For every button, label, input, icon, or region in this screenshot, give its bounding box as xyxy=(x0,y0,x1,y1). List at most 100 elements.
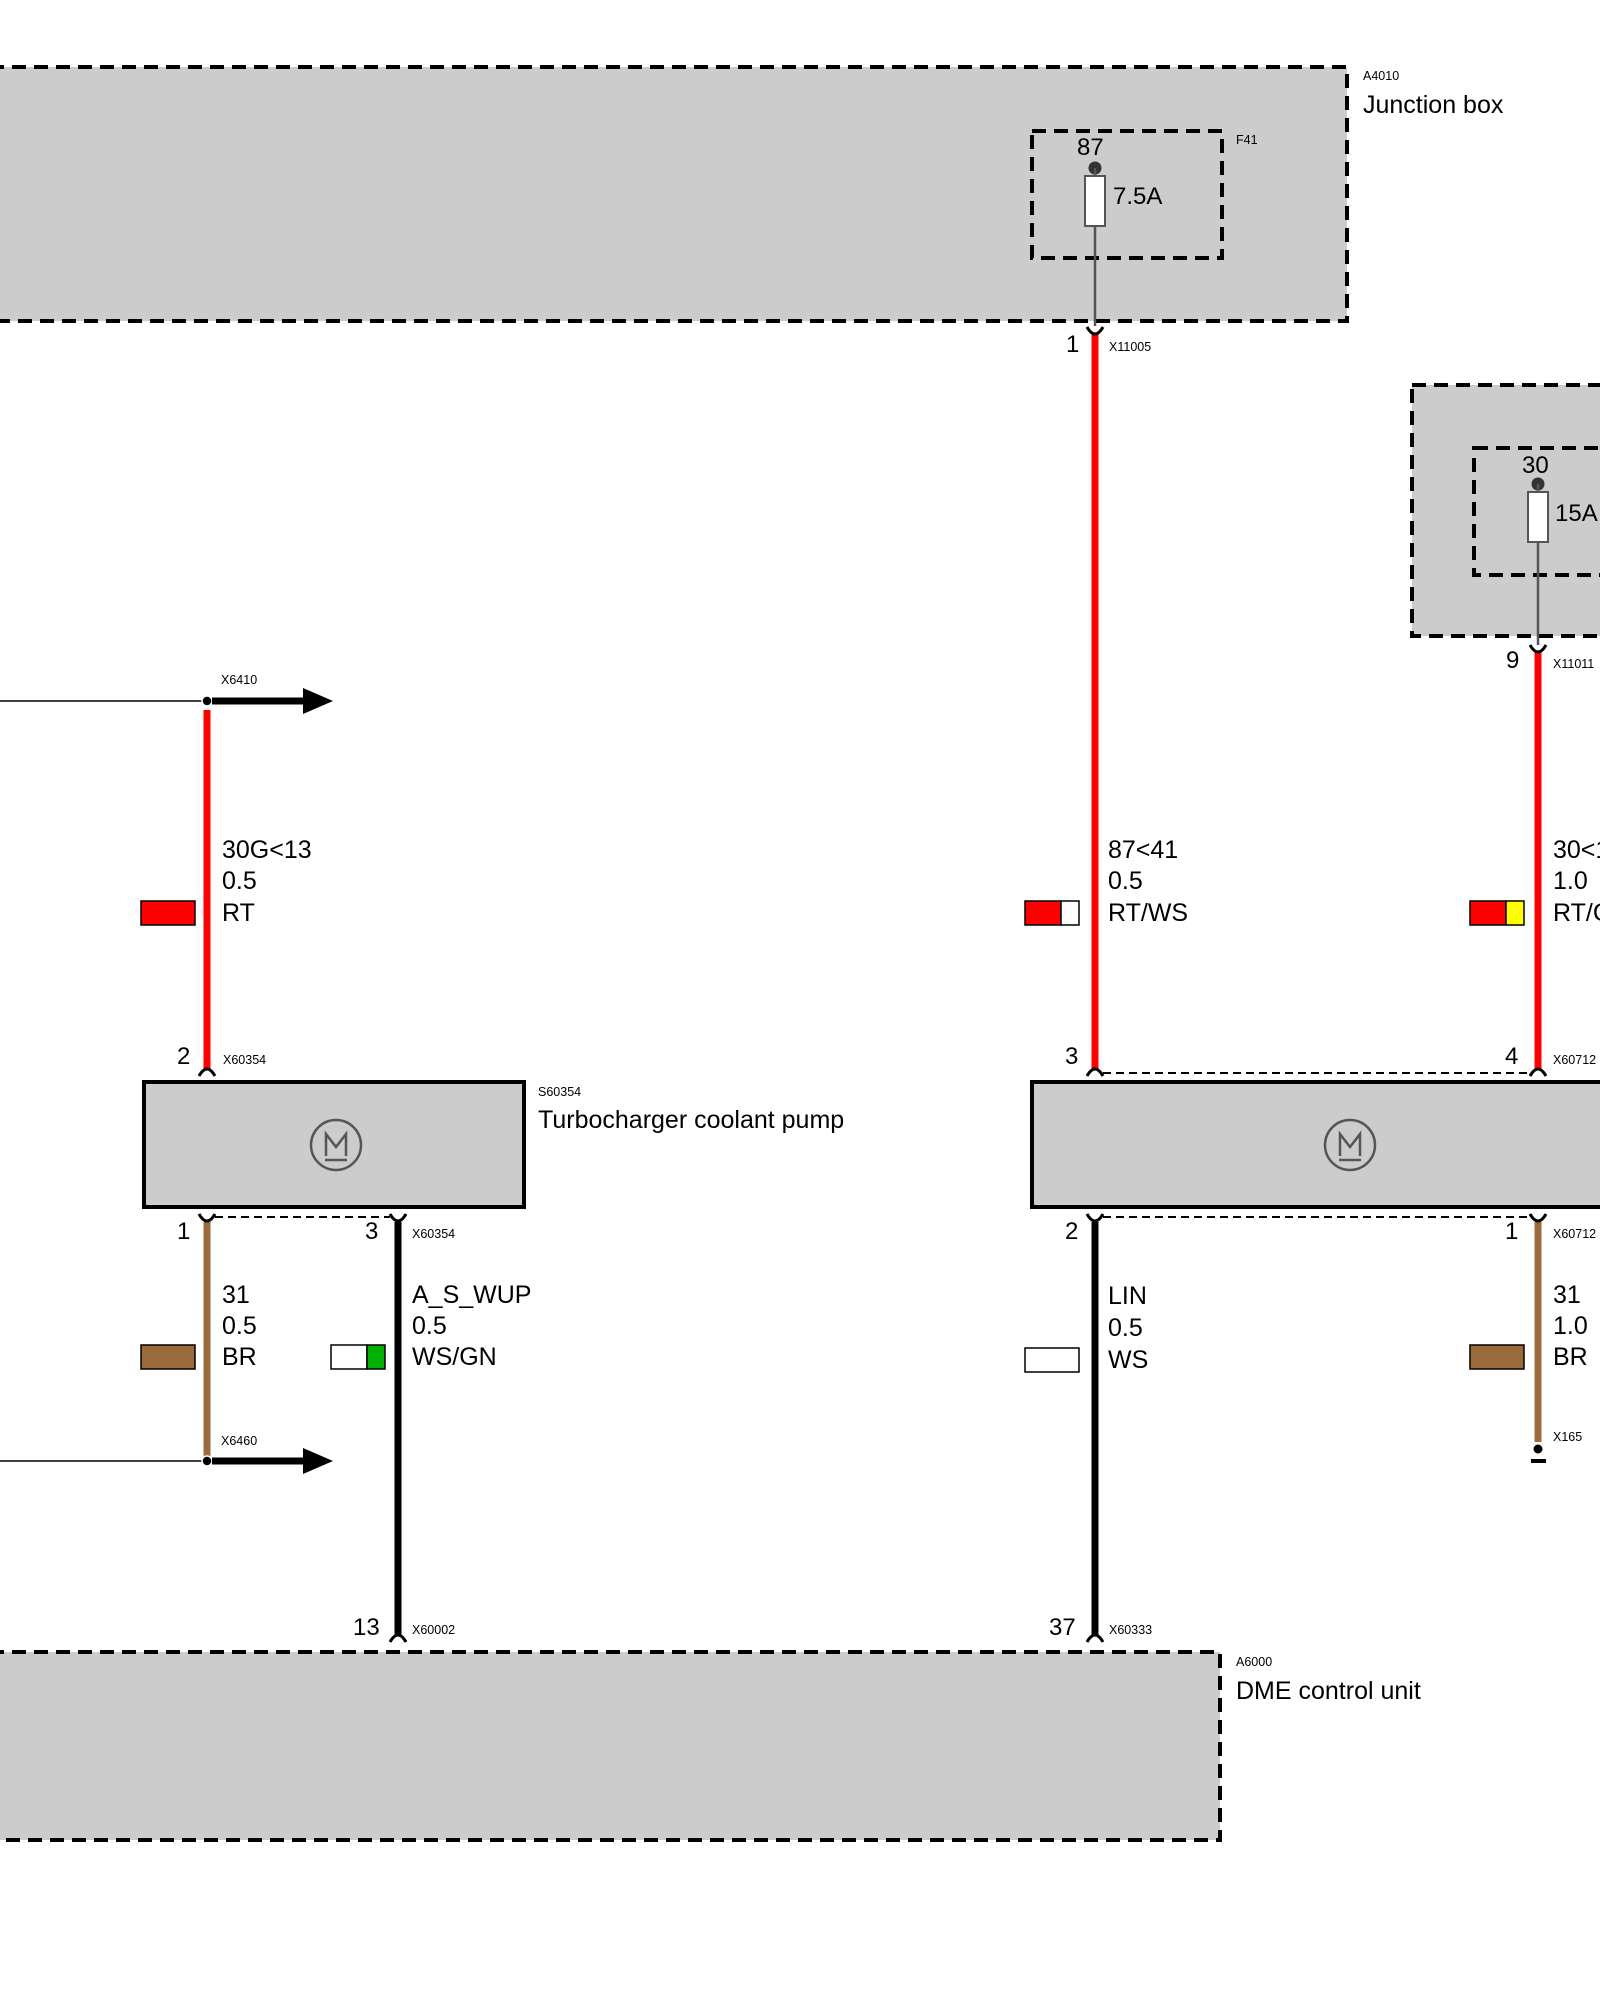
turbocharger-coolant-pump[interactable]: S60354 Turbocharger coolant pump xyxy=(142,1080,844,1209)
wire-color-chips xyxy=(140,900,1525,1373)
x60712-top-r-pin: 4 xyxy=(1505,1043,1518,1070)
x11005-hook xyxy=(1085,326,1105,336)
x60712-bot-l-pin: 2 xyxy=(1065,1218,1078,1245)
x60002-id: X60002 xyxy=(412,1623,455,1637)
right-device[interactable] xyxy=(1030,1080,1600,1209)
fuse-f41-terminal: 87 xyxy=(1077,134,1104,161)
x60002-hook xyxy=(388,1633,408,1643)
fuse-f41-icon[interactable] xyxy=(1084,175,1106,227)
fuse-f41-rating: 7.5A xyxy=(1113,183,1162,210)
wire-lin-size: 0.5 xyxy=(1108,1314,1143,1342)
x60354-top-hook xyxy=(197,1067,217,1077)
dme-outline xyxy=(0,1650,1222,1842)
ground-x165 xyxy=(1531,1444,1546,1463)
right-fuse-terminal: 30 xyxy=(1522,452,1549,479)
wire-30-1-color: RT/G xyxy=(1553,899,1600,927)
connector-hooks xyxy=(197,326,1548,1643)
x165-id: X165 xyxy=(1553,1430,1582,1444)
fuse-f41-outline xyxy=(1030,129,1224,260)
junction-box[interactable]: A4010 Junction box F41 87 7.5A xyxy=(0,65,1504,326)
wire-31-left-signal: 31 xyxy=(222,1281,250,1309)
junction-box-id: A4010 xyxy=(1363,69,1399,83)
x6410-id: X6410 xyxy=(221,673,257,687)
x60333-id: X60333 xyxy=(1109,1623,1152,1637)
right-fuse-outline xyxy=(1472,446,1600,577)
fuse-f41-id: F41 xyxy=(1236,133,1258,147)
x6460-id: X6460 xyxy=(221,1434,257,1448)
x60354-br-id: X60354 xyxy=(412,1227,455,1241)
right-fuse-icon[interactable] xyxy=(1527,491,1549,543)
connector-labels: 1 X11005 9 X11011 X6410 X6460 2 X60354 3… xyxy=(177,331,1596,1641)
x60333-hook xyxy=(1085,1633,1105,1643)
arrow-right-icon[interactable] xyxy=(303,1448,333,1474)
wire-87-41-size: 0.5 xyxy=(1108,867,1143,895)
wires xyxy=(203,333,1542,1635)
x6410-reference[interactable] xyxy=(0,688,333,714)
right-fuse-rating: 15A xyxy=(1555,500,1598,527)
wire-30g-13-size: 0.5 xyxy=(222,867,257,895)
wire-87-41-color: RT/WS xyxy=(1108,899,1188,927)
wire-87-41-signal: 87<41 xyxy=(1108,836,1178,864)
wire-a-s-wup-chip-a xyxy=(330,1344,368,1370)
x60712-top-r-hook xyxy=(1528,1067,1548,1077)
wire-31-left-size: 0.5 xyxy=(222,1312,257,1340)
wire-lin-signal: LIN xyxy=(1108,1282,1147,1310)
wire-87-41-chip-b xyxy=(1060,900,1080,926)
wire-30g-13-color: RT xyxy=(222,899,255,927)
wire-31-right-chip xyxy=(1469,1344,1525,1370)
x60712-bot-r-hook xyxy=(1528,1213,1548,1223)
x60712-bot-r-id: X60712 xyxy=(1553,1227,1596,1241)
x60712-bot-l-hook xyxy=(1085,1213,1105,1223)
x60354-br-pin: 3 xyxy=(365,1218,378,1245)
wire-labels: 30G<13 0.5 RT 87<41 0.5 RT/WS 30<1 1.0 R… xyxy=(222,836,1600,1374)
wire-lin-chip xyxy=(1024,1347,1080,1373)
motor-icon xyxy=(1323,1118,1377,1172)
wire-30-1-chip-a xyxy=(1469,900,1507,926)
wire-lin-color: WS xyxy=(1108,1346,1148,1374)
x60712-bot-r-pin: 1 xyxy=(1505,1218,1518,1245)
x60354-top-id: X60354 xyxy=(223,1053,266,1067)
x60712-top-r-id: X60712 xyxy=(1553,1053,1596,1067)
wire-30g-13-chip xyxy=(140,900,196,926)
x60354-bl-pin: 1 xyxy=(177,1218,190,1245)
wire-30g-13-signal: 30G<13 xyxy=(222,836,312,864)
motor-icon xyxy=(309,1118,363,1172)
wire-31-left-chip xyxy=(140,1344,196,1370)
dme-id: A6000 xyxy=(1236,1655,1272,1669)
x11011-hook xyxy=(1528,644,1548,654)
x11011-id: X11011 xyxy=(1553,657,1594,671)
arrow-right-icon[interactable] xyxy=(303,688,333,714)
x60354-bl-hook xyxy=(197,1213,217,1223)
wire-a-s-wup-chip-b xyxy=(366,1344,386,1370)
dme-control-unit[interactable]: A6000 DME control unit xyxy=(0,1650,1421,1842)
wire-87-41-chip-a xyxy=(1024,900,1062,926)
wire-31-left-color: BR xyxy=(222,1343,257,1371)
x6410-node xyxy=(201,695,213,707)
x11011-pin: 9 xyxy=(1506,647,1519,674)
x60354-top-pin: 2 xyxy=(177,1043,190,1070)
x60002-pin: 13 xyxy=(353,1614,380,1641)
wire-31-right-size: 1.0 xyxy=(1553,1312,1588,1340)
wire-a-s-wup-size: 0.5 xyxy=(412,1312,447,1340)
wire-30-1-signal: 30<1 xyxy=(1553,836,1600,864)
junction-box-outline xyxy=(0,65,1349,323)
x11005-id: X11005 xyxy=(1109,340,1151,354)
pump-id: S60354 xyxy=(538,1085,581,1099)
dme-name: DME control unit xyxy=(1236,1677,1421,1705)
x6460-reference[interactable] xyxy=(0,1448,333,1474)
right-fuse-box-outline xyxy=(1410,383,1600,638)
x60712-top-l-pin: 3 xyxy=(1065,1043,1078,1070)
right-fuse-box[interactable]: 30 15A xyxy=(1410,383,1600,645)
junction-box-name: Junction box xyxy=(1363,91,1504,119)
ground-node xyxy=(1533,1444,1543,1454)
x60712-top-l-hook xyxy=(1085,1067,1105,1077)
wire-31-right-signal: 31 xyxy=(1553,1281,1581,1309)
wire-a-s-wup-signal: A_S_WUP xyxy=(412,1281,531,1309)
pump-name: Turbocharger coolant pump xyxy=(538,1106,844,1134)
wire-30-1-chip-b xyxy=(1505,900,1525,926)
x6460-node xyxy=(201,1455,213,1467)
wire-31-right-color: BR xyxy=(1553,1343,1588,1371)
x60333-pin: 37 xyxy=(1049,1614,1076,1641)
right-device-body xyxy=(1030,1080,1600,1209)
